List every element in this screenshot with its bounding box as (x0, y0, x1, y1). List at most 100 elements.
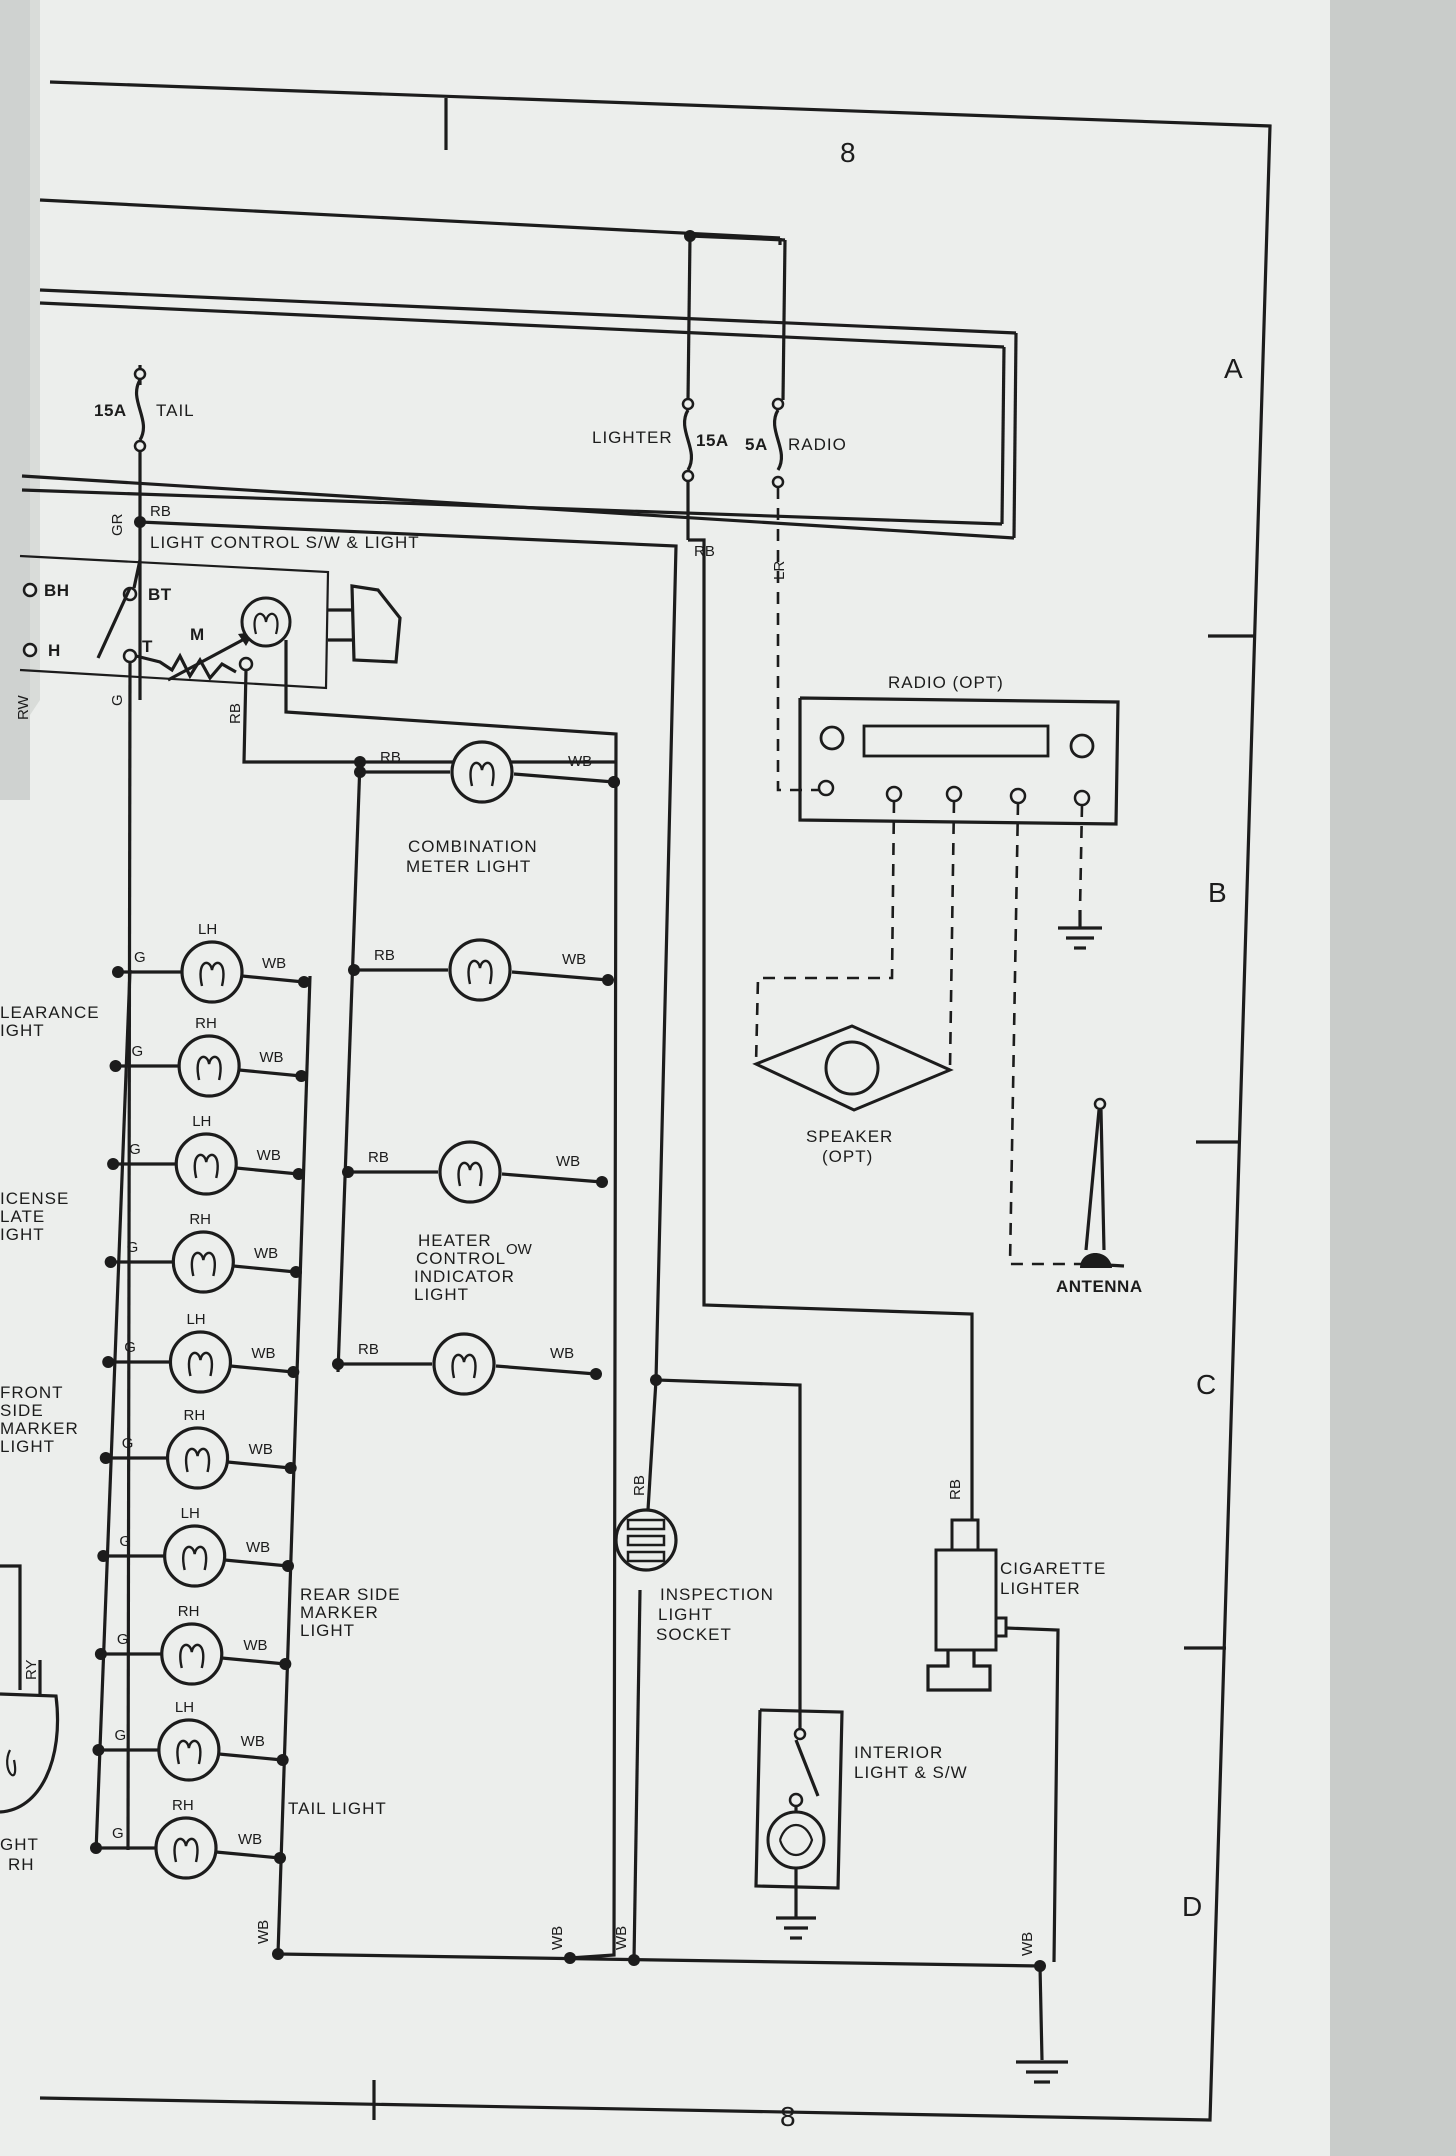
terminal-h: H (48, 641, 61, 660)
license-label-1: ICENSE (0, 1189, 69, 1208)
wire-code-wb: WB (238, 1831, 262, 1848)
wire-code-g-main: G (109, 694, 126, 706)
rear-side-label-3: LIGHT (300, 1621, 355, 1640)
wire-code-wb-1: WB (255, 1920, 272, 1944)
wire-code-g: G (134, 949, 146, 966)
inspection-label-2: LIGHT (658, 1605, 713, 1624)
lamp-side-label: LH (198, 921, 217, 938)
fuse-lighter-rating: 15A (696, 431, 729, 450)
lamp-side-label: RH (178, 1603, 200, 1620)
junction-dot (282, 1560, 294, 1572)
inspection-light-socket (614, 1379, 678, 1572)
front-side-label-2: SIDE (0, 1401, 44, 1420)
terminal-bt: BT (148, 585, 172, 604)
wire-code-wb-2: WB (549, 1926, 566, 1950)
heater-control-line1: HEATER (418, 1231, 492, 1250)
wire-code-lr: LR (771, 561, 788, 580)
lamp-side-label: RH (172, 1797, 194, 1814)
headlight-label-1: GHT (0, 1835, 39, 1854)
wire-code-rb: RB (358, 1341, 379, 1358)
junction-dot (284, 1462, 297, 1474)
front-side-label-1: FRONT (0, 1383, 64, 1402)
cigarette-label-2: LIGHTER (1000, 1579, 1081, 1598)
heater-control-suffix: OW (506, 1241, 533, 1258)
terminal-bh: BH (44, 581, 70, 600)
wire-code-wb-4: WB (1019, 1932, 1036, 1956)
fuse-radio (771, 397, 785, 489)
wire-code-wb: WB (241, 1733, 265, 1750)
junction-dot (298, 976, 310, 988)
wire-code-g: G (119, 1533, 131, 1550)
junction-dot (290, 1266, 302, 1278)
fuse-lighter (681, 397, 695, 540)
wire-code-gr: GR (109, 513, 126, 536)
inspection-label-1: INSPECTION (660, 1585, 774, 1604)
grid-row-a: A (1224, 353, 1243, 384)
paper-shadow (1330, 0, 1456, 2156)
headlight-label-2: RH (8, 1855, 35, 1874)
radio-feed-wire (689, 234, 786, 242)
grid-row-b: B (1208, 877, 1227, 908)
heater-control-line2: CONTROL (416, 1249, 506, 1268)
wire-code-g: G (112, 1825, 124, 1842)
side-lamp-wire-right (227, 1460, 291, 1470)
front-side-label-3: MARKER (0, 1419, 79, 1438)
junction-dot (112, 966, 124, 978)
junction-dot (92, 1744, 105, 1756)
radio-title: RADIO (OPT) (888, 673, 1004, 692)
antenna-label: ANTENNA (1056, 1277, 1143, 1296)
light-control-title: LIGHT CONTROL S/W & LIGHT (150, 533, 420, 552)
side-lamp (165, 1426, 230, 1490)
ground-bus (272, 1589, 1068, 2084)
wire-code-rb-inspection: RB (631, 1475, 648, 1496)
side-lamp (180, 940, 244, 1004)
wire-code-wb: WB (251, 1345, 275, 1362)
junction-dot (276, 1754, 289, 1766)
speaker-label-2: (OPT) (822, 1147, 873, 1166)
junction-dot (109, 1060, 122, 1072)
wire-code-wb: WB (562, 951, 586, 968)
fuse-block-outline (21, 198, 1018, 540)
wire-code-g: G (132, 1043, 144, 1060)
rear-side-label-1: REAR SIDE (300, 1585, 401, 1604)
side-lamp (174, 1132, 238, 1196)
meter-lamp-wire-right (501, 1172, 603, 1184)
tail-light-label: TAIL LIGHT (288, 1799, 387, 1818)
paper-sheet (0, 0, 1400, 2156)
drawing-frame (39, 80, 1272, 2122)
front-side-label-4: LIGHT (0, 1437, 55, 1456)
grid-row-d: D (1182, 1891, 1202, 1922)
junction-dot (354, 766, 366, 778)
side-lamp-wire-right (241, 974, 305, 984)
meter-lamp (448, 938, 512, 1002)
junction-dot (342, 1166, 354, 1178)
junction-dot (274, 1852, 286, 1864)
interior-light-switch (754, 1705, 844, 1940)
side-lamp (163, 1524, 227, 1588)
wire-code-wb: WB (568, 753, 592, 770)
junction-dot (94, 1648, 107, 1660)
lamp-side-label: LH (181, 1505, 200, 1522)
wire-code-rb: RB (380, 749, 401, 766)
side-lamp (168, 1330, 233, 1394)
fuse-tail-name: TAIL (156, 401, 195, 420)
junction-dot (602, 974, 614, 986)
junction-dot (99, 1452, 112, 1464)
wire-code-g: G (124, 1339, 136, 1356)
lamp-side-label: RH (184, 1407, 206, 1424)
side-lamp-wire-right (238, 1068, 302, 1078)
wire-code-g: G (129, 1141, 141, 1158)
junction-dot (97, 1550, 110, 1562)
speaker (752, 1024, 954, 1112)
wire-code-g: G (114, 1727, 126, 1744)
radio-feed-drop (781, 239, 787, 401)
meter-lamp-wire-right (513, 772, 615, 784)
inspection-label-3: SOCKET (656, 1625, 732, 1644)
terminal-t: T (142, 637, 153, 656)
clearance-label-2: IGHT (0, 1021, 45, 1040)
side-lamp (157, 1718, 221, 1782)
